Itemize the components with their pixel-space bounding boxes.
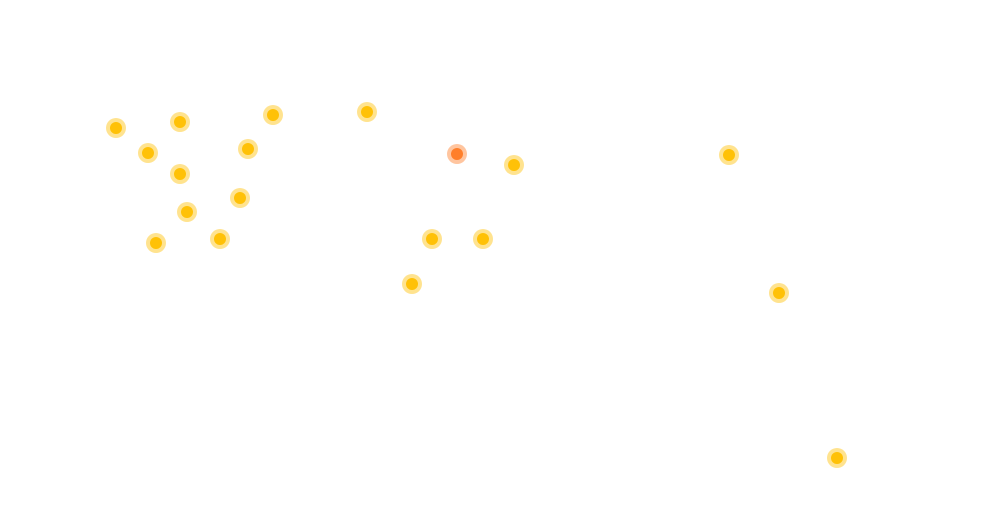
map-marker-7[interactable] <box>177 202 197 222</box>
marker-dot <box>174 116 186 128</box>
map-marker-16[interactable] <box>402 274 422 294</box>
map-marker-1[interactable] <box>106 118 126 138</box>
marker-dot <box>426 233 438 245</box>
map-marker-14[interactable] <box>422 229 442 249</box>
map-marker-18[interactable] <box>769 283 789 303</box>
map-marker-13[interactable] <box>504 155 524 175</box>
marker-dot <box>773 287 785 299</box>
map-marker-17[interactable] <box>719 145 739 165</box>
map-marker-11[interactable] <box>357 102 377 122</box>
map-marker-6[interactable] <box>263 105 283 125</box>
marker-dot <box>267 109 279 121</box>
map-marker-10[interactable] <box>210 229 230 249</box>
marker-dot <box>451 148 463 160</box>
map-marker-12-highlighted[interactable] <box>447 144 467 164</box>
map-marker-3[interactable] <box>138 143 158 163</box>
marker-dot <box>406 278 418 290</box>
map-marker-4[interactable] <box>170 164 190 184</box>
map-marker-19[interactable] <box>827 448 847 468</box>
map-marker-5[interactable] <box>238 139 258 159</box>
marker-dot <box>214 233 226 245</box>
map-marker-9[interactable] <box>146 233 166 253</box>
marker-dot <box>110 122 122 134</box>
map-marker-2[interactable] <box>170 112 190 132</box>
map-marker-8[interactable] <box>230 188 250 208</box>
marker-dot <box>181 206 193 218</box>
marker-dot <box>508 159 520 171</box>
marker-dot <box>142 147 154 159</box>
marker-dot <box>174 168 186 180</box>
marker-dot <box>150 237 162 249</box>
marker-dot <box>723 149 735 161</box>
marker-dot <box>831 452 843 464</box>
marker-dot <box>242 143 254 155</box>
marker-dot <box>361 106 373 118</box>
marker-dot <box>477 233 489 245</box>
map-marker-15[interactable] <box>473 229 493 249</box>
marker-dot <box>234 192 246 204</box>
